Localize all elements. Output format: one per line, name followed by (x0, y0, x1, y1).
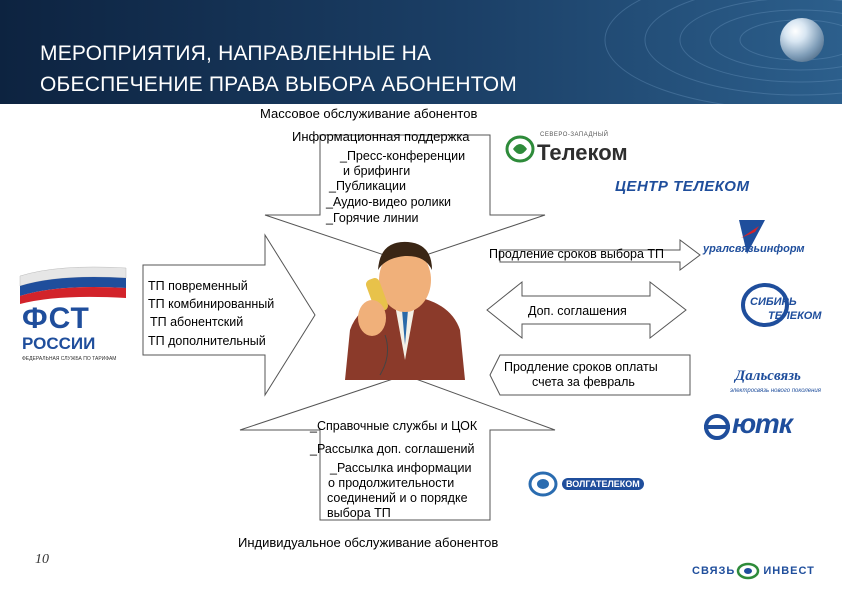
agreements-label: Доп. соглашения (528, 304, 627, 318)
fst-caption: ФЕДЕРАЛЬНАЯ СЛУЖБА ПО ТАРИФАМ (22, 356, 117, 362)
top-arrow-item: _Горячие линии (326, 211, 419, 225)
utk-logo: ютк (732, 408, 793, 439)
uralsvyazinform-icon (739, 220, 765, 254)
top-arrow-item: _Публикации (329, 179, 407, 193)
left-arrow-item: ТП абонентский (150, 315, 244, 329)
bottom-arrow-item: _Рассылка информации (330, 461, 472, 475)
bottom-arrow-item: выбора ТП (327, 506, 391, 520)
dalsvyaz-sub: электросвязь нового поколения (730, 388, 821, 394)
northwest-telecom-icon (505, 135, 535, 163)
svyazinvest-icon (736, 562, 760, 580)
fst-logo-sub: РОССИИ (22, 334, 96, 353)
left-arrow-item: ТП дополнительный (148, 334, 266, 348)
svyazinvest-logo: СВЯЗЬ ИНВЕСТ (692, 565, 815, 577)
bottom-arrow-item: соединений и о порядке (327, 491, 468, 505)
title-bar: МЕРОПРИЯТИЯ, НАПРАВЛЕННЫЕ НА ОБЕСПЕЧЕНИЕ… (0, 0, 842, 104)
top-arrow (264, 134, 546, 263)
volgatelecom-icon (528, 471, 558, 497)
sibirtelecom-logo-1: СИБИРЬ (750, 296, 797, 308)
page-title: МЕРОПРИЯТИЯ, НАПРАВЛЕННЫЕ НА ОБЕСПЕЧЕНИЕ… (40, 38, 517, 100)
uralsvyazinform-logo: уралсвязьинформ (703, 243, 805, 255)
extension-payment-line-1: Продление сроков оплаты (504, 360, 658, 374)
title-line-2: ОБЕСПЕЧЕНИЕ ПРАВА ВЫБОРА АБОНЕНТОМ (40, 73, 518, 96)
arrow-extension-payment (489, 354, 691, 396)
center-telecom-logo: ЦЕНТР ТЕЛЕКОМ (615, 178, 750, 195)
bottom-arrow (239, 374, 556, 521)
info-support-title: Информационная поддержка (292, 129, 470, 144)
bottom-arrow-item: _Рассылка доп. соглашений (310, 442, 475, 456)
extension-payment-line-2: счета за февраль (532, 375, 635, 389)
left-arrow-item: ТП комбинированный (148, 297, 275, 311)
dalsvyaz-logo: Дальсвязь (735, 368, 801, 384)
sphere-decoration (780, 18, 824, 62)
man-on-phone-illustration (345, 241, 465, 380)
bottom-arrow-item: _Справочные службы и ЦОК (310, 419, 478, 433)
volgatelecom-logo: ВОЛГАТЕЛЕКОМ (562, 478, 644, 490)
double-arrow-agreements (486, 280, 687, 340)
arrow-extension-choice (499, 239, 701, 271)
fst-logo: ФСТ (22, 302, 90, 335)
russian-flag-wave-icon (19, 266, 127, 304)
northwest-logo-small: СЕВЕРО-ЗАПАДНЫЙ (540, 132, 609, 138)
extension-choice-label: Продление сроков выбора ТП (489, 247, 665, 261)
page-number: 10 (35, 552, 49, 567)
top-arrow-item: _Аудио-видео ролики (326, 195, 452, 209)
top-arrow-item: _Пресс-конференции (340, 149, 466, 163)
left-arrow (142, 233, 316, 397)
utk-icon (704, 414, 730, 440)
individual-service-heading: Индивидуальное обслуживание абонентов (238, 535, 499, 550)
title-line-1: МЕРОПРИЯТИЯ, НАПРАВЛЕННЫЕ НА (40, 42, 432, 65)
sibirtelecom-logo-2: ТЕЛЕКОМ (768, 310, 822, 322)
left-arrow-item: ТП повременный (148, 279, 248, 293)
bottom-arrow-item: о продолжительности (328, 476, 455, 490)
northwest-logo: Телеком (537, 140, 628, 165)
mass-service-heading: Массовое обслуживание абонентов (260, 106, 478, 121)
top-arrow-item: и брифинги (343, 164, 411, 178)
sibirtelecom-icon (741, 283, 789, 327)
